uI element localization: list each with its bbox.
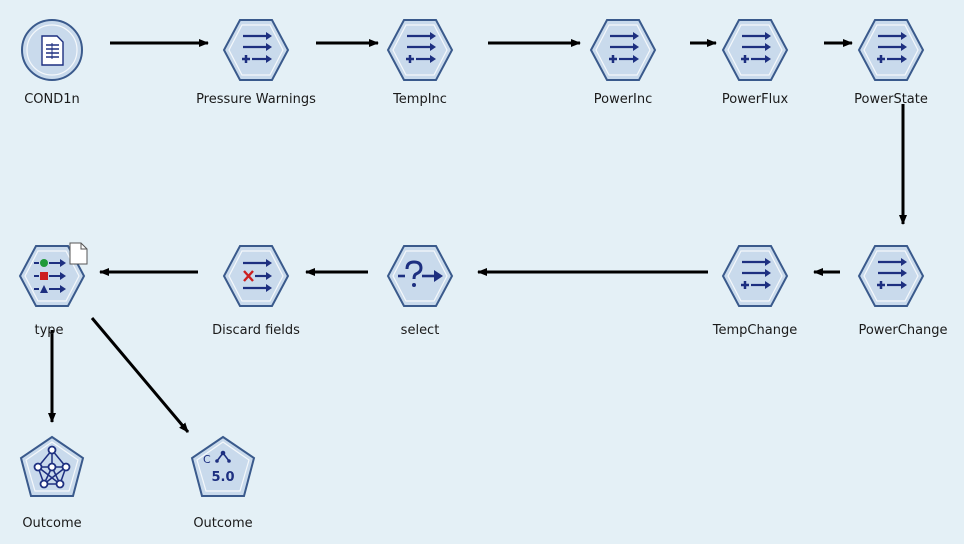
node-label-powerstate: PowerState <box>854 92 928 107</box>
node-outcome-neural[interactable] <box>18 434 86 502</box>
node-label-cond1n: COND1n <box>24 92 80 107</box>
node-discard-fields[interactable] <box>222 242 290 310</box>
derive-icon <box>386 19 454 81</box>
node-outcome-c50[interactable]: C 5.0 <box>189 434 257 502</box>
node-label-powerflux: PowerFlux <box>721 92 789 107</box>
node-powerstate[interactable] <box>857 16 925 84</box>
node-cond1n[interactable] <box>18 16 86 84</box>
node-powerchange[interactable] <box>857 242 925 310</box>
node-label-outcome-c50: Outcome <box>193 516 253 531</box>
node-label-powerchange: PowerChange <box>858 323 948 338</box>
node-label-type: type <box>34 323 64 338</box>
derive-icon <box>721 19 789 81</box>
node-powerflux[interactable] <box>721 16 789 84</box>
node-label-pressure-warnings: Pressure Warnings <box>196 92 316 107</box>
link-type-to-outcome-c50[interactable] <box>90 317 190 433</box>
type-icon <box>18 242 88 307</box>
node-tempinc[interactable] <box>386 16 454 84</box>
node-label-tempinc: TempInc <box>393 92 447 107</box>
variable-file-source-icon <box>21 19 83 81</box>
node-label-tempchange: TempChange <box>712 323 798 338</box>
derive-icon <box>857 245 925 307</box>
node-label-select: select <box>400 323 440 338</box>
c50-model-icon: C 5.0 <box>190 435 256 497</box>
derive-icon <box>589 19 657 81</box>
select-icon <box>386 245 454 307</box>
derive-icon <box>857 19 925 81</box>
node-powerinc[interactable] <box>589 16 657 84</box>
node-pressure-warnings[interactable] <box>222 16 290 84</box>
node-label-discard-fields: Discard fields <box>212 323 300 338</box>
node-select[interactable] <box>386 242 454 310</box>
node-type[interactable] <box>18 242 90 310</box>
node-tempchange[interactable] <box>721 242 789 310</box>
filter-icon <box>222 245 290 307</box>
derive-icon <box>721 245 789 307</box>
node-label-outcome-neural: Outcome <box>22 516 82 531</box>
node-label-powerinc: PowerInc <box>593 92 653 107</box>
svg-text:C: C <box>203 453 211 466</box>
neural-net-model-icon <box>19 435 85 497</box>
derive-icon <box>222 19 290 81</box>
c50-badge-text: 5.0 <box>211 470 234 485</box>
